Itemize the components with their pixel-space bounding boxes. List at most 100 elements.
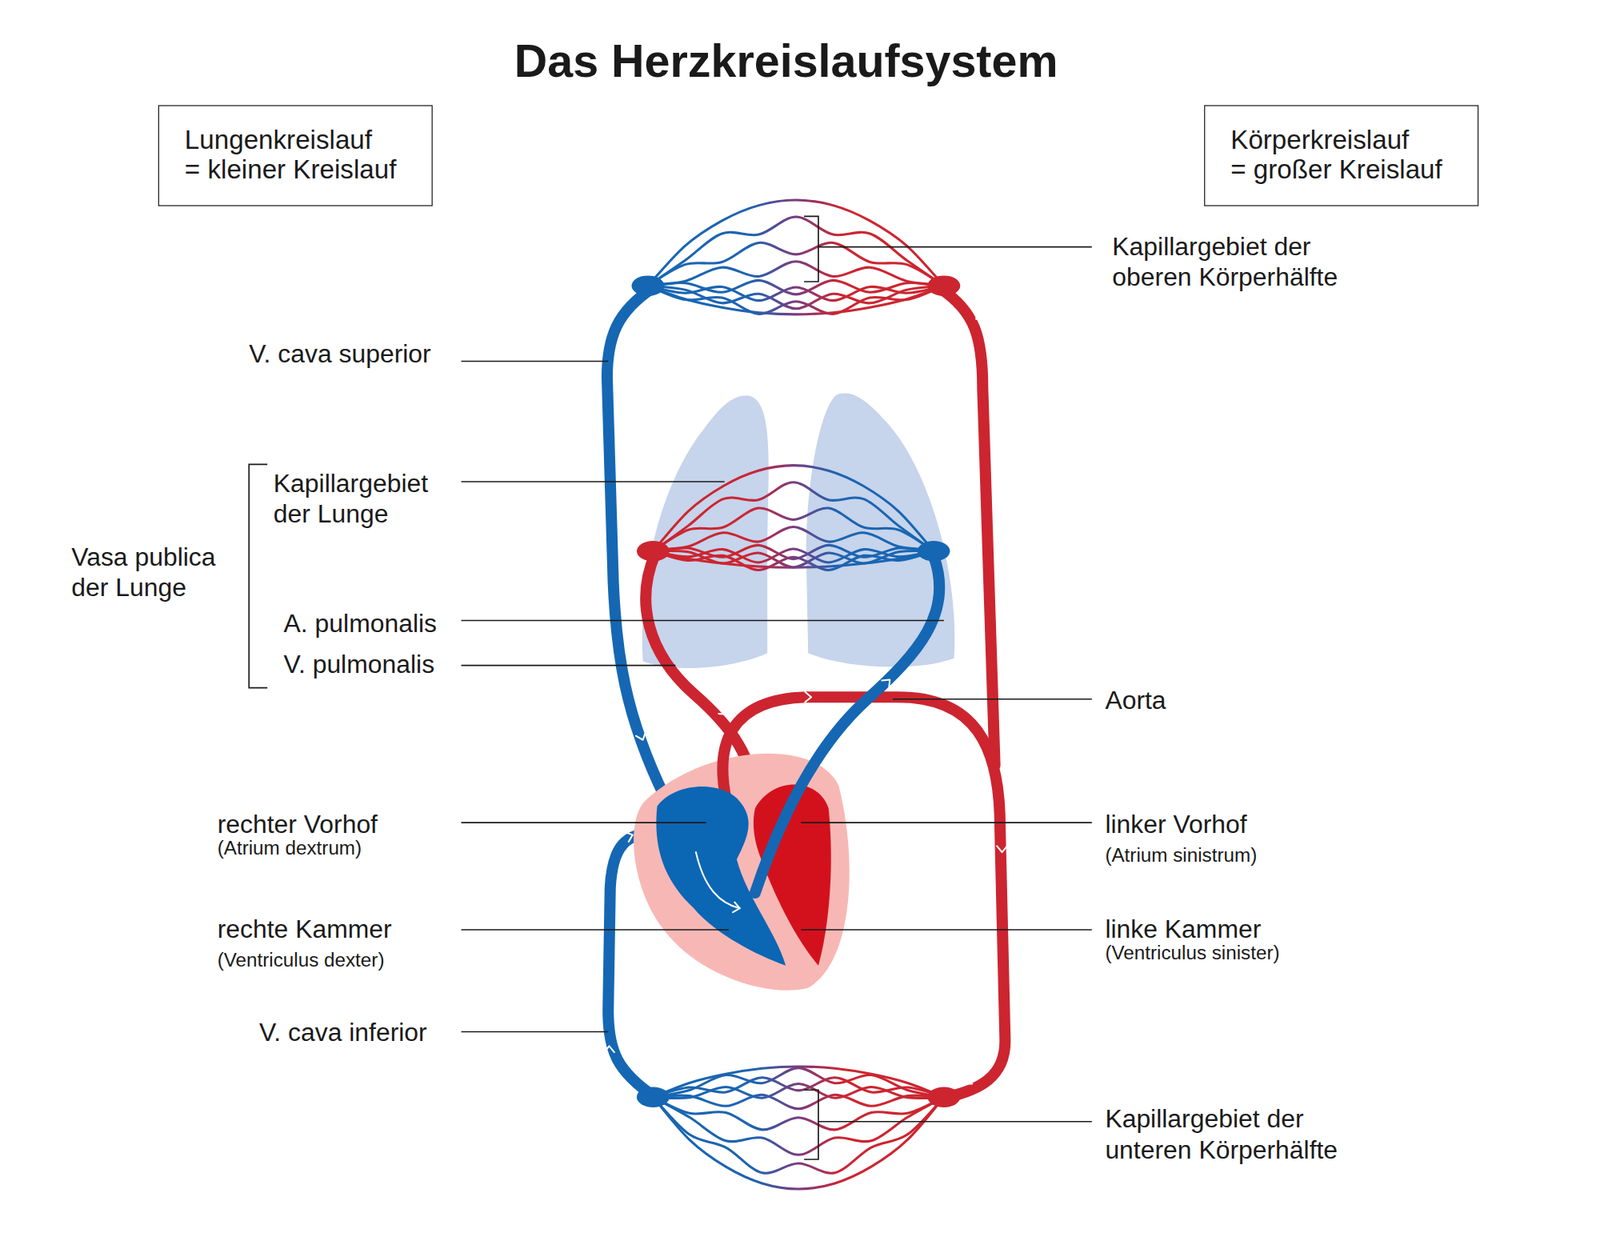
wrap-spacer: [375, 125, 401, 156]
flow-arrows: [604, 308, 1008, 1088]
wrap-spacer: [1412, 125, 1447, 156]
part-label: V. pulmonalis: [284, 648, 435, 679]
capillary: [652, 526, 934, 551]
capillary: [652, 508, 934, 552]
latin-name: (Ventriculus sinister): [1104, 940, 1280, 966]
part-label: rechter Vorhof: [217, 808, 378, 839]
circuit-box: Körperkreislauf = großer Kreislauf: [1204, 104, 1479, 206]
capillary: [652, 1096, 944, 1130]
flow-arrow: [804, 692, 812, 703]
flow-arrow: [604, 1045, 615, 1052]
leader-line: [461, 620, 944, 622]
leader-lines: [248, 216, 1092, 1160]
capillary: [648, 200, 944, 286]
part-label-block: Kapillargebiet der unteren Körperhälfte: [1104, 1103, 1342, 1165]
capillary: [652, 551, 934, 568]
leader-line: [800, 821, 1092, 824]
box-text-block: Körperkreislauf = großer Kreislauf: [1230, 125, 1447, 185]
vena-cava-superior: [607, 288, 666, 799]
part-label: rechte Kammer: [217, 913, 392, 944]
part-label: linker Vorhof: [1104, 808, 1247, 839]
capillary: [652, 1077, 944, 1097]
flow-arrow: [636, 732, 648, 742]
leader-line: [818, 246, 1092, 248]
heart-outline: [633, 753, 850, 991]
box-text-block: Lungenkreislauf = kleiner Kreislauf: [184, 125, 401, 185]
capillary: [652, 550, 934, 568]
part-label-block: rechte Kammer: [217, 913, 392, 944]
leader-line: [461, 360, 609, 363]
capillary: [652, 1096, 944, 1173]
part-label: Kapillargebiet der Lunge: [273, 467, 433, 529]
flow-arrow: [881, 676, 893, 688]
leader-line: [892, 698, 1092, 700]
part-label: Vasa publica der Lunge: [71, 540, 220, 603]
latin-name-block: (Atrium dextrum): [217, 836, 362, 861]
capillary: [648, 285, 944, 314]
capillary: [652, 551, 934, 571]
part-label-block: linke Kammer: [1104, 913, 1261, 944]
leader-line: [461, 664, 676, 667]
part-label-block: V. pulmonalis: [284, 648, 435, 679]
left-lung: [642, 395, 769, 668]
bracket: [804, 1089, 819, 1160]
flow-arrow: [996, 845, 1008, 852]
upper-body-artery: [940, 288, 996, 766]
latin-name-block: (Atrium sinistrum): [1104, 843, 1257, 868]
bracket: [804, 216, 819, 282]
wrap-spacer: [1314, 230, 1342, 261]
wrap-spacer: [219, 540, 220, 572]
diagram-title-block: Das Herzkreislaufsystem: [514, 34, 1059, 88]
capillary: [648, 261, 944, 286]
part-label: V. cava superior: [248, 337, 431, 368]
flow-arrow: [624, 829, 635, 842]
part-label-block: Kapillargebiet der oberen Körperhälfte: [1112, 230, 1342, 292]
leader-line: [818, 1120, 1092, 1123]
capillary: [648, 285, 944, 309]
capillary: [648, 216, 944, 286]
flow-arrow: [696, 852, 740, 908]
part-label: Kapillargebiet der unteren Körperhälfte: [1104, 1103, 1342, 1165]
part-label: Aorta: [1104, 684, 1166, 716]
part-label-block: Kapillargebiet der Lunge: [273, 467, 433, 529]
latin-name-block: (Ventriculus sinister): [1104, 940, 1280, 966]
capillary: [652, 482, 934, 552]
aorta: [722, 696, 1005, 1097]
leader-line: [461, 1031, 609, 1033]
capillary: [652, 1096, 944, 1189]
part-label-block: Vasa publica der Lunge: [71, 540, 220, 603]
latin-name: (Atrium sinistrum): [1104, 843, 1257, 868]
flow-arrow: [718, 706, 730, 718]
part-label-block: V. cava inferior: [259, 1016, 428, 1047]
part-label-block: linker Vorhof: [1104, 808, 1247, 839]
wrap-spacer: [432, 467, 433, 498]
part-label: Kapillargebiet der oberen Körperhälfte: [1112, 230, 1342, 292]
box-text: Lungenkreislauf = kleiner Kreislauf: [184, 125, 401, 185]
capillary: [652, 1094, 944, 1109]
leader-line: [461, 928, 729, 931]
box-text: Körperkreislauf = großer Kreislauf: [1230, 125, 1447, 185]
part-label: V. cava inferior: [259, 1016, 428, 1047]
circuit-box: Lungenkreislauf = kleiner Kreislauf: [158, 104, 433, 206]
capillary: [652, 1068, 944, 1097]
capillary: [652, 1066, 944, 1097]
flow-arrow: [960, 1076, 972, 1088]
latin-name-block: (Ventriculus dexter): [217, 948, 385, 973]
arteria-pulmonalis: [755, 556, 940, 893]
leader-line: [800, 928, 1092, 931]
part-label-block: Aorta: [1104, 684, 1166, 716]
capillary: [648, 242, 944, 286]
latin-name: (Ventriculus dexter): [217, 948, 385, 973]
wrap-spacer: [1307, 1103, 1342, 1134]
part-label-block: V. cava superior: [248, 337, 431, 368]
flow-arrow: [732, 902, 741, 914]
leader-line: [461, 821, 707, 824]
part-label-block: A. pulmonalis: [284, 607, 437, 638]
part-label: linke Kammer: [1104, 913, 1261, 944]
part-label: A. pulmonalis: [284, 607, 437, 638]
diagram-title: Das Herzkreislaufsystem: [514, 34, 1059, 88]
capillary: [652, 465, 934, 552]
